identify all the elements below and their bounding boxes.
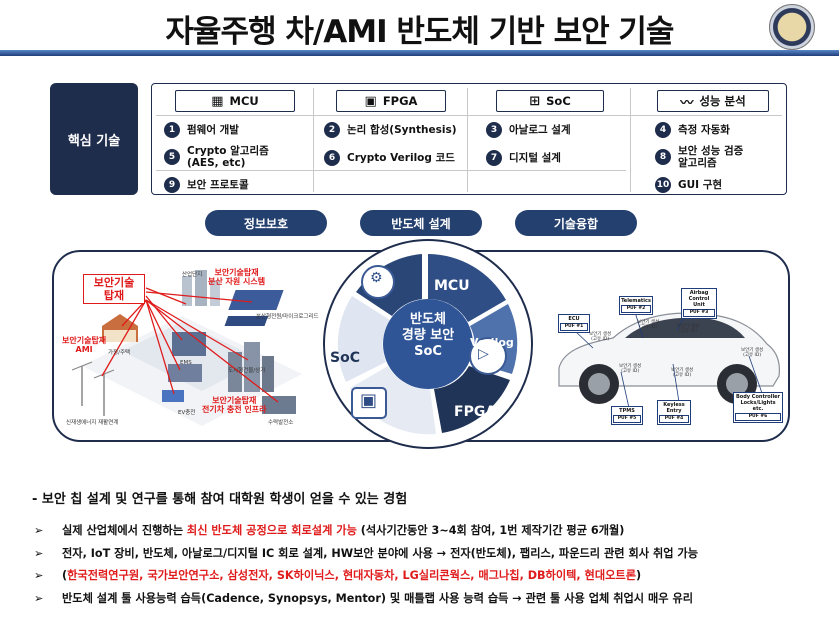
- tech-item-1: 1 펌웨어 개발: [164, 122, 239, 138]
- column-header-fpga: ▣ FPGA: [336, 90, 446, 112]
- column-divider: [467, 88, 468, 192]
- column-header-performance: 〰 성능 분석: [657, 90, 769, 112]
- tag-ecu: ECU PUF #1: [558, 314, 590, 333]
- tag-airbag: Airbag Control Unit PUF #3: [681, 288, 717, 319]
- tech-item-7: 7 디지털 설계: [486, 150, 561, 166]
- tag-telematics: Telematics PUF #2: [619, 296, 653, 315]
- tag-tpms: TPMS PUF #5: [611, 406, 643, 425]
- tech-item-4: 4 측정 자동화: [655, 122, 730, 138]
- soc-chip-icon: ▣: [360, 390, 378, 411]
- sensor-label: 보안기 생성 (고유 ID): [671, 368, 694, 378]
- experience-heading: - 보안 칩 설계 및 연구를 통해 참여 대학원 학생이 얻을 수 있는 경험: [32, 492, 408, 507]
- label-ems: EMS: [180, 360, 192, 366]
- tech-item-9: 9 보안 프로토콜: [164, 177, 249, 193]
- label-microgrid: 분산형전원/마이크로그리드: [256, 314, 319, 320]
- wheel-center-label: 반도체 경량 보안 SoC: [401, 312, 455, 359]
- header-divider: [156, 115, 782, 116]
- column-divider: [313, 88, 314, 192]
- column-header-soc: ⊞ SoC: [496, 90, 604, 112]
- bullet-1: ➢실제 산업체에서 진행하는 최신 반도체 공정으로 회로설계 가능 (석사기간…: [34, 524, 625, 537]
- sensor-label: 보안기 생성 (고유 ID): [741, 348, 764, 358]
- arrow-bullet-icon: ➢: [34, 592, 44, 605]
- label-ev-charging: 보안기술탑재 전기차 충전 인프라: [202, 396, 267, 414]
- pill-tech-convergence: 기술융합: [515, 210, 637, 236]
- car-graphic: [558, 311, 780, 409]
- chip-icon: ▦: [211, 93, 224, 109]
- security-chip-icon: ⚙: [370, 270, 383, 286]
- tech-item-10: 10 GUI 구현: [655, 177, 723, 193]
- wheel-graphic: [323, 239, 533, 449]
- fpga-icon: ▣: [364, 93, 377, 109]
- label-hydro: 수력발전소: [268, 420, 294, 426]
- label-ev: EV충전: [178, 410, 196, 416]
- arrow-bullet-icon: ➢: [34, 569, 44, 582]
- tech-item-5: 5 Crypto 알고리즘 (AES, etc): [164, 145, 269, 169]
- label-building: 도시형건물/상가: [228, 368, 266, 374]
- waveform-icon: 〰: [680, 95, 694, 111]
- vehicle-illustration: ECU PUF #1 Telematics PUF #2 Airbag Cont…: [553, 260, 785, 436]
- arrow-bullet-icon: ➢: [34, 524, 44, 537]
- column-divider: [630, 88, 631, 192]
- bullet-4: ➢반도체 설계 툴 사용능력 습득(Cadence, Synopsys, Men…: [34, 592, 694, 605]
- pill-semiconductor-design: 반도체 설계: [360, 210, 482, 236]
- tech-item-2: 2 논리 합성(Synthesis): [324, 122, 457, 138]
- pill-info-security: 정보보호: [205, 210, 327, 236]
- soc-icon: ⊞: [529, 93, 541, 109]
- core-tech-label: 핵심 기술: [50, 83, 138, 195]
- tech-item-8: 8 보안 성능 검증 알고리즘: [655, 145, 743, 169]
- smart-grid-graphic: [71, 270, 302, 426]
- row-divider: [156, 170, 626, 171]
- arrow-bullet-icon: ➢: [34, 547, 44, 560]
- smart-grid-illustration: 보안기술 탑재 보안기술탑재 분산 자원 시스템 보안기술탑재 AMI 보안기술…: [62, 256, 319, 436]
- sensor-label: 보안기 생성 (고유 ID): [619, 364, 642, 374]
- label-ami: 보안기술탑재 AMI: [62, 336, 107, 354]
- wheel-label-fpga: FPGA: [454, 404, 497, 420]
- tech-item-6: 6 Crypto Verilog 코드: [324, 150, 455, 166]
- label-industrial: 산업단지: [182, 272, 203, 278]
- core-tech-table: ▦ MCU ▣ FPGA ⊞ SoC 〰 성능 분석 1 펌웨어 개발 2 논리…: [151, 83, 787, 195]
- label-renewable: 신재생에너지 재활연계: [66, 420, 119, 426]
- wheel-label-mcu: MCU: [434, 278, 470, 294]
- bullet-2: ➢전자, IoT 장비, 반도체, 아날로그/디지털 IC 회로 설계, HW보…: [34, 547, 699, 560]
- label-distributed-resource: 보안기술탑재 분산 자원 시스템: [208, 268, 266, 286]
- soc-wheel: MCU Verilog FPGA SoC ⚙ ▷ ▣: [322, 238, 534, 450]
- page-title: 자율주행 차/AMI 반도체 기반 보안 기술: [165, 14, 675, 50]
- verilog-gate-icon: ▷: [478, 346, 489, 362]
- wheel-label-verilog: Verilog: [470, 336, 514, 349]
- title-divider: [0, 50, 839, 56]
- sensor-label: 보안기 생성 (고유 ID): [589, 332, 612, 342]
- wheel-label-soc: SoC: [330, 350, 360, 366]
- university-logo: [769, 4, 815, 50]
- tag-keyless-entry: Keyless Entry PUF #4: [657, 400, 691, 425]
- column-header-mcu: ▦ MCU: [175, 90, 295, 112]
- bullet-3: ➢(한국전력연구원, 국가보안연구소, 삼성전자, SK하이닉스, 현대자동차,…: [34, 569, 642, 582]
- security-tech-callout: 보안기술 탑재: [83, 274, 145, 304]
- tag-body-controller: Body Controller Locks/Lights etc. PUF #6: [733, 392, 783, 423]
- sensor-label: 보안기 생성 (고유 ID): [637, 320, 660, 330]
- tech-item-3: 3 아날로그 설계: [486, 122, 571, 138]
- label-home: 가정/주택: [108, 350, 131, 356]
- sensor-label: 보안기 생성 (고유 ID): [677, 324, 700, 334]
